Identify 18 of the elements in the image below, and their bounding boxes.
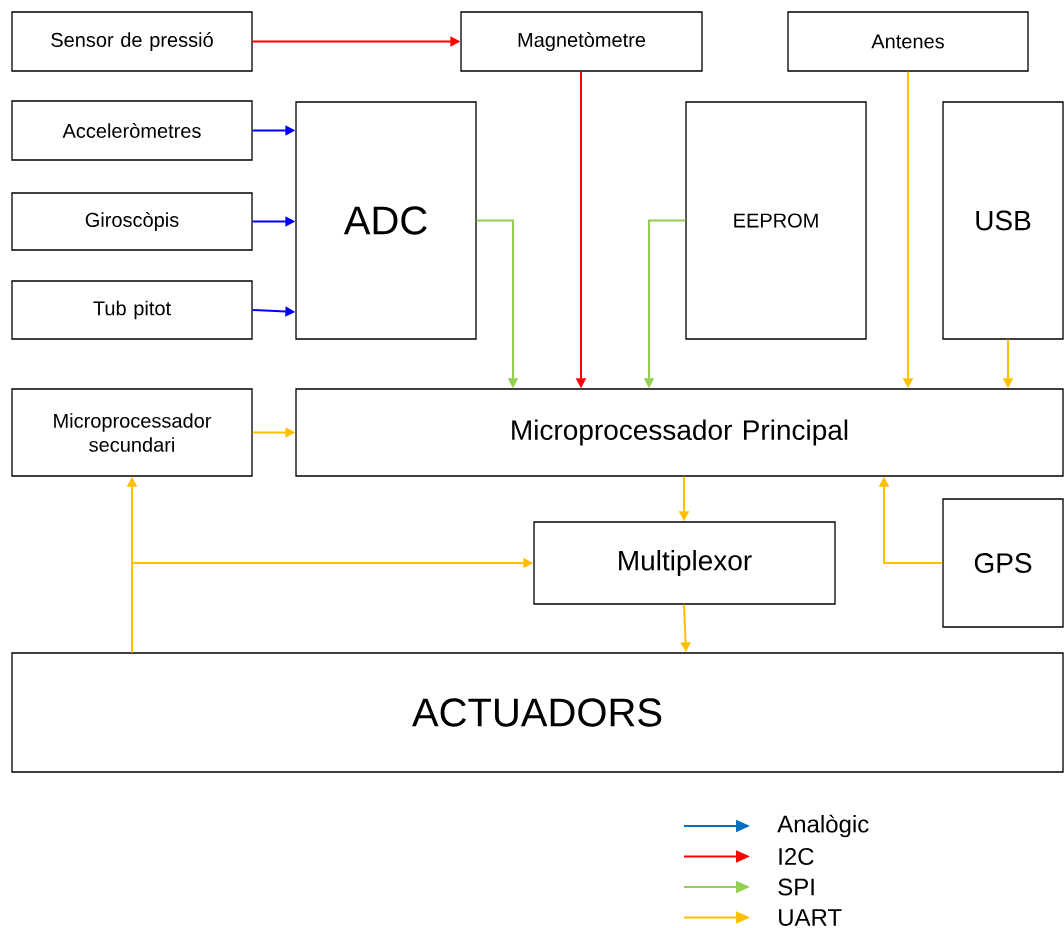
block-box: Sensor de pressió	[11, 11, 253, 72]
block-box: USB	[942, 101, 1064, 340]
legend-label: I2C	[779, 848, 814, 865]
block-box: Acceleròmetres	[11, 100, 253, 161]
block-box: Giroscòpis	[11, 192, 253, 251]
block-box: ADC	[295, 101, 477, 340]
block-box: Antenes	[787, 11, 1029, 72]
block-box: Magnetòmetre	[460, 11, 703, 72]
block-box: Multiplexor	[533, 521, 836, 605]
block-box: Microprocessador Principal	[295, 388, 1064, 477]
legend-label: SPI	[778, 878, 814, 896]
legend-label: Analògic	[777, 814, 869, 838]
block-box: Microprocessador secundari	[11, 388, 253, 477]
block-box: EEPROM	[685, 101, 867, 340]
block-box: ACTUADORS	[11, 652, 1064, 773]
legend-label: UART	[779, 909, 842, 926]
block-box: GPS	[942, 498, 1064, 628]
block-box: Tub pitot	[11, 280, 253, 340]
